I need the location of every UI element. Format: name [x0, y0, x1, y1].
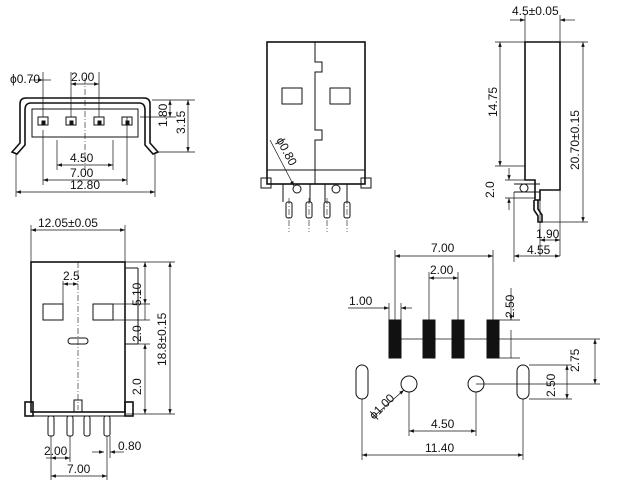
slot-height-label: 2.50	[544, 373, 558, 397]
bottom-pin-pitch-label: 2.00	[44, 444, 68, 458]
body-length-label: 18.8±0.15	[155, 312, 169, 366]
pad-pitch-label: 2.00	[430, 263, 454, 277]
top-body	[266, 41, 366, 185]
window-offset-label: 2.5	[63, 269, 80, 283]
shell-seam	[314, 42, 323, 184]
left-window	[281, 87, 303, 105]
step-label: 2.0	[483, 181, 497, 198]
pin-span-outer-label: 7.00	[70, 166, 94, 180]
bottom-window-right	[92, 303, 114, 321]
hole-spacing-label: 4.50	[431, 417, 455, 431]
pad-height-label: 2.50	[503, 294, 517, 318]
overall-width-label: 12.80	[70, 178, 100, 192]
bottom-window-left	[42, 303, 64, 321]
top-view: ϕ0.80	[260, 41, 372, 232]
lower-gap-label: 2.0	[130, 378, 144, 395]
pcb-footprint: 7.00 2.00 1.00 2.50 2.75 2.50 ϕ1.00	[348, 241, 600, 460]
body-width-label: 12.05±0.05	[38, 216, 98, 230]
pin-width-label: 0.80	[118, 439, 142, 453]
front-view: ϕ0.70 2.00 1.80 3.15 4.50 7.00 12.80	[10, 70, 195, 197]
pin-span-inner-label: 4.50	[70, 151, 94, 165]
slot-right	[516, 364, 530, 400]
thickness-label: 4.5±0.05	[512, 4, 559, 18]
pin-diameter-label: ϕ0.70	[10, 72, 40, 86]
slot-left	[355, 364, 369, 400]
bottom-view: 12.05±0.05 2.5 5.10 2.0 18.8±0.15 2.0 2.…	[24, 216, 175, 480]
slot-spacing-label: 11.40	[425, 441, 454, 455]
pin-offset-label: 1.90	[536, 227, 560, 241]
foot-width-label: 4.55	[527, 243, 551, 257]
mount-hole-right	[331, 184, 341, 194]
top-gap-label: 5.10	[130, 282, 144, 306]
mount-hole-left	[292, 184, 302, 194]
hole-diameter-label: ϕ0.80	[273, 135, 300, 168]
side-view: 4.5±0.05 14.75 20.70±0.15 2.0 1.90 4.55	[483, 4, 588, 262]
hole-diameter-fp-label: ϕ1.00	[366, 391, 397, 422]
height-inner-label: 1.80	[156, 103, 170, 127]
row-offset-label: 2.75	[568, 348, 582, 372]
right-window	[329, 87, 351, 105]
window-height-label: 2.0	[130, 325, 144, 342]
overall-length-label: 20.70±0.15	[568, 110, 582, 170]
bottom-pin-span-label: 7.00	[67, 462, 91, 476]
pad-width-label: 1.00	[349, 294, 373, 308]
shell-outline	[10, 97, 160, 155]
upper-length-label: 14.75	[486, 87, 500, 117]
pad-span-label: 7.00	[431, 241, 455, 255]
height-total-label: 3.15	[174, 110, 188, 134]
side-body	[524, 41, 561, 201]
hole-left	[400, 375, 418, 393]
pin-pitch-label: 2.00	[71, 70, 95, 84]
